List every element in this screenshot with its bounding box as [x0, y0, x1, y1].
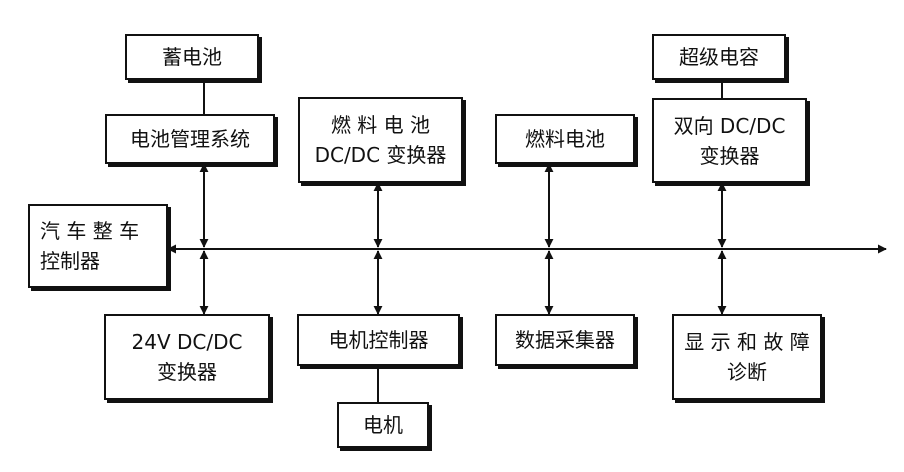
display-diag-label-line2: 诊断: [727, 360, 767, 384]
supercap-label: 超级电容: [679, 45, 759, 69]
dcdc24v-box: 24V DC/DC 变换器: [104, 314, 270, 400]
motor-label: 电机: [363, 413, 403, 437]
display-diag-label-line1: 显 示 和 故 障: [684, 330, 810, 354]
bidir-dcdc-label-line1: 双向 DC/DC: [673, 113, 786, 138]
bms-label: 电池管理系统: [130, 127, 250, 151]
battery-box: 蓄电池: [125, 34, 259, 80]
vcu-label-line1: 汽 车 整 车: [40, 219, 140, 243]
fc-dcdc-label-line1: 燃 料 电 池: [330, 113, 431, 137]
fc-dcdc-label-line2: DC/DC 变换器: [314, 143, 447, 167]
fuel-cell-box: 燃料电池: [495, 114, 635, 164]
vcu-label-line2: 控制器: [40, 249, 100, 273]
fuel-cell-label: 燃料电池: [525, 127, 605, 151]
bidir-dcdc-label-line2: 变换器: [699, 143, 760, 168]
motor-box: 电机: [337, 402, 429, 448]
data-acq-label: 数据采集器: [515, 328, 615, 352]
battery-label: 蓄电池: [162, 45, 222, 69]
motor-controller-box: 电机控制器: [297, 314, 460, 366]
bidir-dcdc-box: 双向 DC/DC 变换器: [652, 98, 807, 183]
display-diag-box: 显 示 和 故 障 诊断: [672, 314, 822, 400]
vcu-box: 汽 车 整 车 控制器: [28, 204, 168, 288]
bms-box: 电池管理系统: [105, 114, 275, 164]
data-acq-box: 数据采集器: [495, 314, 635, 366]
supercap-box: 超级电容: [652, 34, 786, 80]
dcdc24v-label-line1: 24V DC/DC: [131, 330, 243, 354]
fc-dcdc-box: 燃 料 电 池 DC/DC 变换器: [298, 97, 463, 183]
motor-controller-label: 电机控制器: [328, 328, 429, 352]
dcdc24v-label-line2: 变换器: [157, 360, 217, 384]
